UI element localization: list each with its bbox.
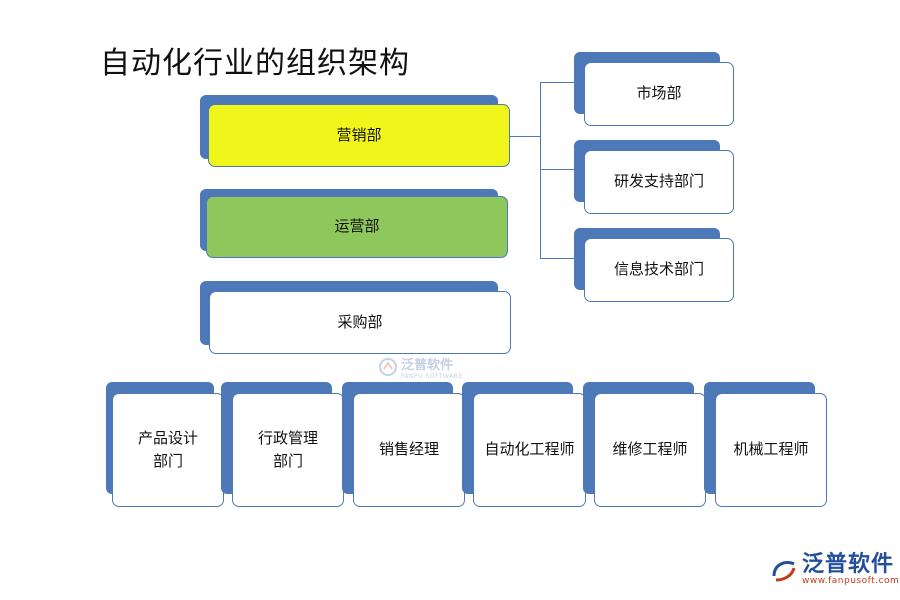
role-card-automation-engineer: 自动化工程师 — [462, 382, 586, 508]
role-card-mechanical-engineer: 机械工程师 — [704, 382, 827, 508]
role-label-mechanical-engineer: 机械工程师 — [715, 393, 827, 507]
role-label-automation-engineer: 自动化工程师 — [473, 393, 586, 507]
subdept-card-it: 信息技术部门 — [574, 228, 734, 302]
role-label-maintenance-engineer: 维修工程师 — [594, 393, 706, 507]
subdept-card-market: 市场部 — [574, 52, 734, 126]
watermark-corner-name: 泛普软件 — [802, 552, 895, 577]
watermark-corner-url: www.fanpusoft.com — [802, 576, 900, 586]
role-label-product-design: 产品设计 部门 — [112, 393, 224, 507]
role-card-admin: 行政管理 部门 — [221, 382, 344, 508]
fanpu-logo-icon — [379, 358, 397, 376]
role-label-sales-manager: 销售经理 — [353, 393, 465, 507]
dept-card-marketing: 营销部 — [200, 95, 510, 167]
subdept-label-market: 市场部 — [584, 62, 734, 126]
connector-horizontal — [510, 136, 540, 137]
watermark-center-sub: FANPU SOFTWARE — [401, 373, 463, 380]
role-card-product-design: 产品设计 部门 — [106, 382, 224, 508]
role-text-product-design: 产品设计 部门 — [137, 428, 198, 470]
watermark-center: 泛普软件 FANPU SOFTWARE — [378, 354, 463, 380]
role-card-sales-manager: 销售经理 — [342, 382, 465, 508]
subdept-label-rnd: 研发支持部门 — [584, 150, 734, 214]
dept-label-operations: 运营部 — [206, 196, 508, 258]
dept-card-operations: 运营部 — [200, 189, 508, 259]
dept-card-purchasing: 采购部 — [200, 281, 511, 354]
role-text-admin: 行政管理 部门 — [257, 428, 318, 470]
connector-vertical — [540, 82, 541, 259]
connector-branch-rnd — [540, 169, 574, 170]
subdept-label-it: 信息技术部门 — [584, 238, 734, 302]
role-card-maintenance-engineer: 维修工程师 — [583, 382, 706, 508]
diagram-title: 自动化行业的组织架构 — [100, 46, 410, 81]
connector-branch-it — [540, 258, 574, 259]
dept-label-purchasing: 采购部 — [209, 291, 511, 354]
watermark-center-name: 泛普软件 — [401, 358, 454, 373]
subdept-card-rnd: 研发支持部门 — [574, 140, 734, 214]
connector-branch-market — [540, 82, 574, 83]
dept-label-marketing: 营销部 — [208, 104, 510, 167]
role-label-admin: 行政管理 部门 — [232, 393, 344, 507]
watermark-corner: 泛普软件 www.fanpusoft.com — [770, 554, 899, 586]
fanpu-logo-icon — [772, 561, 796, 582]
